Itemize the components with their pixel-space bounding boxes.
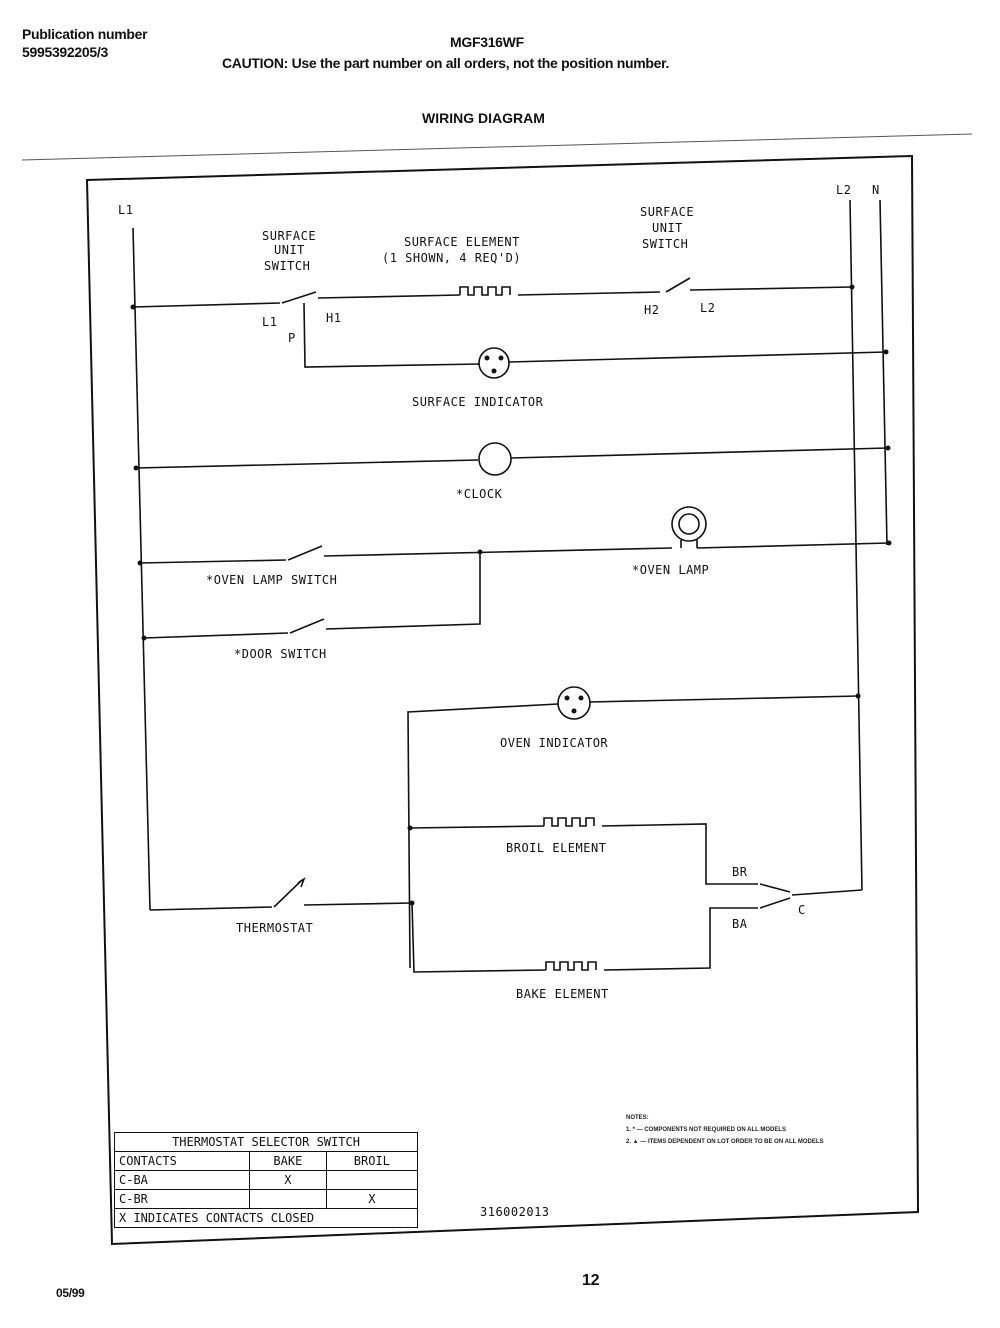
notes-line-1: 1. * — COMPONENTS NOT REQUIRED ON ALL MO… xyxy=(626,1127,787,1133)
selector-cell: C-BR xyxy=(113,1189,251,1209)
thermostat-label: THERMOSTAT xyxy=(236,921,313,935)
surface-switch-left-label-1: SURFACE xyxy=(262,229,316,243)
surface-switch-left-blade xyxy=(281,291,317,304)
clock-wire-left xyxy=(135,459,479,469)
broil-element-label: BROIL ELEMENT xyxy=(506,841,606,855)
clock-motor xyxy=(478,442,512,476)
surface-switch-right-label-2: UNIT xyxy=(652,221,683,235)
diagram-frame xyxy=(85,154,920,1246)
surface-indicator-label: SURFACE INDICATOR xyxy=(412,395,544,409)
switch-terminal-l2: L2 xyxy=(700,301,715,315)
door-switch-label: *DOOR SWITCH xyxy=(234,647,327,661)
diagram-number: 316002013 xyxy=(480,1205,550,1219)
notes-label: NOTES: xyxy=(626,1115,649,1121)
broil-wire-left xyxy=(409,825,545,829)
oven-lamp-label: *OVEN LAMP xyxy=(632,563,709,577)
broil-wire-right xyxy=(601,823,758,885)
surface-switch-right-label-3: SWITCH xyxy=(642,237,688,251)
surface-indicator-wire-left xyxy=(303,302,481,368)
terminal-c: C xyxy=(798,903,806,917)
terminal-ba: BA xyxy=(732,917,748,931)
selector-header-bake: BAKE xyxy=(249,1151,327,1171)
switch-terminal-h1: H1 xyxy=(326,311,341,325)
selector-contact-br xyxy=(759,883,791,893)
selector-table-title: THERMOSTAT SELECTOR SWITCH xyxy=(114,1132,418,1152)
oven-lamp-switch-wire-left xyxy=(139,559,287,564)
selector-switch-table: THERMOSTAT SELECTOR SWITCH CONTACTS BAKE… xyxy=(113,1132,419,1228)
switch-terminal-h2: H2 xyxy=(644,303,659,317)
diagram-notes: NOTES: 1. * — COMPONENTS NOT REQUIRED ON… xyxy=(626,1112,824,1148)
oven-lamp-wire-right xyxy=(696,542,890,549)
table-row: C-BA X xyxy=(113,1170,419,1190)
top-rule xyxy=(21,133,973,161)
selector-cell xyxy=(249,1189,327,1209)
switch-terminal-p: P xyxy=(288,331,296,345)
surface-switch-left-label-3: SWITCH xyxy=(264,259,310,273)
oven-indicator-lamp xyxy=(557,686,591,720)
oven-lamp-switch-label: *OVEN LAMP SWITCH xyxy=(206,573,337,587)
switch-terminal-l1: L1 xyxy=(262,315,277,329)
surface-indicator-wire-right xyxy=(508,351,887,363)
selector-cell: C-BA xyxy=(113,1170,251,1190)
thermostat-wire-left xyxy=(149,906,273,911)
oven-indicator-wire-right xyxy=(589,695,859,703)
surface-element-label-2: (1 SHOWN, 4 REQ'D) xyxy=(382,251,521,265)
surface-switch-right-label-1: SURFACE xyxy=(640,205,694,219)
terminal-l2: L2 xyxy=(836,183,851,197)
surface-row-mid-wire xyxy=(317,294,461,299)
surface-element-resistor xyxy=(459,286,511,296)
diagram-title: WIRING DIAGRAM xyxy=(422,110,545,126)
oven-indicator-wire-left xyxy=(407,703,559,969)
table-row: C-BR X xyxy=(113,1189,419,1209)
oven-lamp-switch-blade xyxy=(287,545,323,561)
surface-switch-right-blade xyxy=(665,277,691,293)
broil-element-resistor xyxy=(543,817,595,827)
bake-element-resistor xyxy=(545,961,597,971)
door-switch-wire-right xyxy=(325,552,481,630)
page-number: 12 xyxy=(582,1272,600,1289)
notes-line-2: 2. ▲ — ITEMS DEPENDENT ON LOT ORDER TO B… xyxy=(626,1139,824,1145)
oven-lamp-wire-left xyxy=(323,547,673,557)
clock-wire-right xyxy=(510,447,889,459)
l1-bus xyxy=(132,227,151,911)
publication-number: 5995392205/3 xyxy=(22,44,108,60)
surface-indicator-lamp xyxy=(478,347,510,379)
n-bus xyxy=(879,199,888,546)
bake-wire-left xyxy=(411,902,547,973)
selector-table-footer: X INDICATES CONTACTS CLOSED xyxy=(114,1208,418,1228)
bake-wire-right xyxy=(603,907,758,971)
surface-element-label-1: SURFACE ELEMENT xyxy=(404,235,520,249)
thermostat-wire-right xyxy=(303,902,413,906)
selector-cell: X xyxy=(249,1170,327,1190)
surface-row-l2-wire xyxy=(689,286,853,291)
revision-date: 05/99 xyxy=(56,1286,85,1300)
caution-note: CAUTION: Use the part number on all orde… xyxy=(222,55,670,71)
surface-row-left-wire xyxy=(132,302,281,308)
terminal-br: BR xyxy=(732,865,748,879)
bake-element-label: BAKE ELEMENT xyxy=(516,987,609,1001)
surface-switch-left-label-2: UNIT xyxy=(274,243,305,257)
oven-indicator-label: OVEN INDICATOR xyxy=(500,736,608,750)
surface-row-right-wire xyxy=(517,291,661,296)
model-number: MGF316WF xyxy=(450,34,524,50)
selector-header-broil: BROIL xyxy=(325,1151,419,1171)
selector-header-contacts: CONTACTS xyxy=(113,1151,251,1171)
door-switch-blade xyxy=(289,618,325,634)
door-switch-wire-left xyxy=(143,632,289,639)
selector-contact-ba xyxy=(759,897,791,909)
clock-label: *CLOCK xyxy=(456,487,503,501)
publication-label: Publication number xyxy=(22,26,148,42)
selector-cell xyxy=(325,1170,419,1190)
selector-cell: X xyxy=(325,1189,419,1209)
terminal-l1: L1 xyxy=(118,203,133,217)
terminal-n: N xyxy=(872,183,880,197)
oven-lamp-bulb xyxy=(671,506,707,542)
selector-common-wire xyxy=(791,889,863,896)
l2-bus xyxy=(849,199,863,891)
thermostat-blade xyxy=(273,879,303,908)
